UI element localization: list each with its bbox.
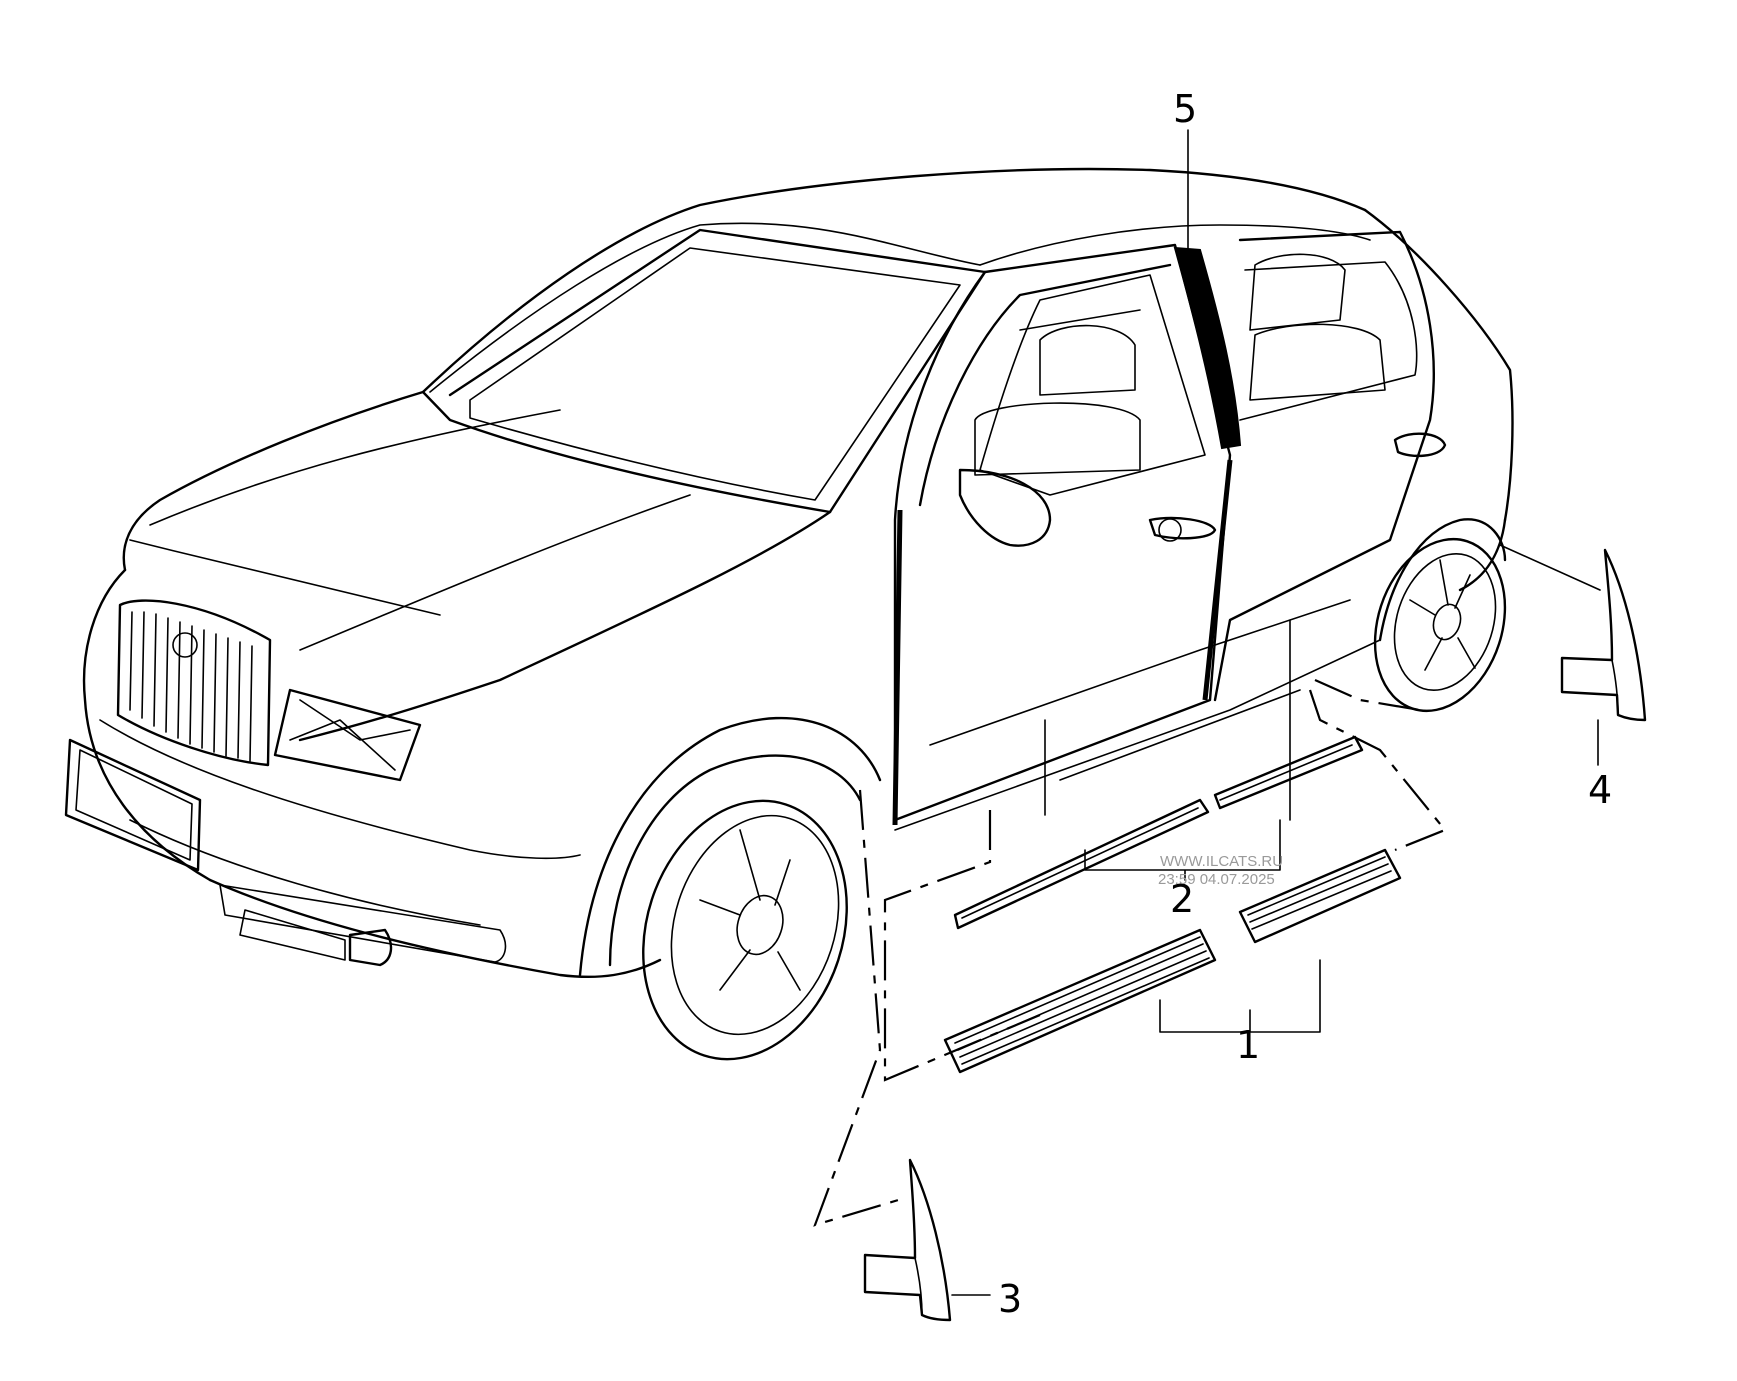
grille	[116, 599, 272, 767]
fog-light	[348, 928, 393, 967]
callout-2: 2	[1170, 877, 1194, 921]
rear-door-handle	[1393, 432, 1447, 458]
side-mirror	[958, 468, 1052, 547]
watermark-timestamp: 23:59 04.07.2025	[1158, 871, 1275, 888]
watermark: WWW.ILCATS.RU 23:59 04.07.2025	[1158, 853, 1283, 888]
molding-strip-rear	[1213, 735, 1364, 810]
molding-strip-front	[953, 798, 1210, 930]
front-door	[892, 243, 1233, 826]
leader-lines	[813, 129, 1601, 1296]
watermark-site: WWW.ILCATS.RU	[1160, 853, 1283, 870]
callout-3: 3	[998, 1277, 1022, 1321]
callout-5: 5	[1173, 87, 1197, 131]
callout-4: 4	[1588, 768, 1612, 812]
headlight	[273, 688, 422, 782]
mud-flap-rear	[1560, 548, 1647, 722]
sill-plate-rear	[1238, 848, 1402, 944]
sill-plate-front	[943, 928, 1217, 1074]
badge-icon	[172, 632, 198, 658]
callout-labels: 5 2 1 4 3	[998, 87, 1612, 1321]
rear-wheel	[1373, 537, 1507, 713]
front-wheel	[642, 799, 848, 1061]
mud-flap-front	[863, 1158, 952, 1322]
callout-1: 1	[1236, 1023, 1260, 1067]
car-body	[64, 167, 1514, 1061]
b-pillar-seal	[1173, 246, 1242, 450]
exploded-parts	[863, 548, 1647, 1322]
rear-door	[1213, 230, 1447, 702]
license-plate	[64, 738, 202, 872]
front-door-handle	[1148, 516, 1217, 540]
